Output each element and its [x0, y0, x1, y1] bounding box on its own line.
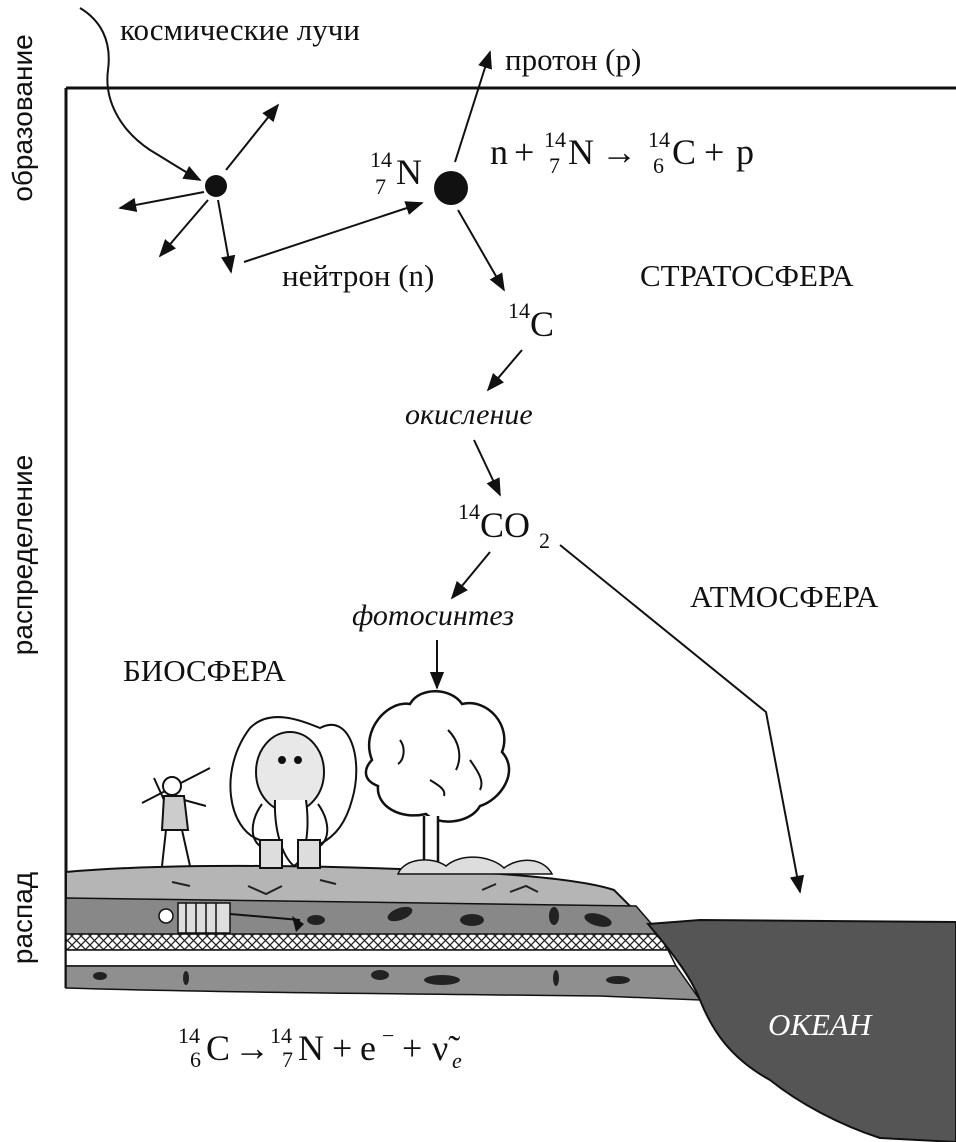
- svg-text:14: 14: [544, 127, 566, 152]
- svg-text:+: +: [704, 132, 724, 172]
- hunter-figure-icon: [141, 767, 211, 867]
- ground-layers: [65, 864, 702, 1001]
- side-label-decay: распад: [7, 872, 38, 964]
- svg-text:2: 2: [539, 528, 550, 553]
- svg-text:−: −: [382, 1023, 394, 1048]
- svg-text:e: e: [360, 1028, 376, 1068]
- svg-text:n: n: [490, 132, 508, 172]
- stratosphere-label: СТРАТОСФЕРА: [640, 258, 854, 293]
- arrow-to-oxidation: [486, 349, 523, 392]
- svg-text:14: 14: [178, 1023, 200, 1048]
- svg-text:6: 6: [653, 153, 664, 178]
- ocean-label: ОКЕАН: [768, 1007, 873, 1042]
- svg-text:7: 7: [375, 174, 386, 199]
- svg-text:14: 14: [648, 127, 670, 152]
- svg-text:6: 6: [190, 1047, 201, 1072]
- cosmic-ray-path: [79, 7, 202, 181]
- svg-text:7: 7: [282, 1047, 293, 1072]
- svg-text:p: p: [736, 132, 754, 172]
- svg-text:+: +: [402, 1028, 422, 1068]
- bushes: [396, 856, 554, 875]
- svg-text:C: C: [672, 132, 696, 172]
- svg-text:N: N: [568, 132, 594, 172]
- svg-text:+: +: [332, 1028, 352, 1068]
- side-label-distribution: распределение: [7, 455, 38, 655]
- collision-particle: [205, 175, 227, 197]
- svg-text:CO: CO: [480, 505, 530, 545]
- particle-spray-arrows: [118, 103, 424, 274]
- cosmic-rays-label: космические лучи: [120, 12, 360, 47]
- svg-text:14: 14: [270, 1023, 292, 1048]
- ocean: [645, 918, 956, 1142]
- svg-text:→: →: [234, 1028, 270, 1068]
- formation-reaction-equation: n + 14 7 N → 14 6 C + p: [490, 127, 754, 178]
- fossil-skeleton-icon: [158, 902, 304, 934]
- arrow-to-ocean: [559, 544, 805, 894]
- svg-text:C: C: [530, 304, 554, 344]
- side-label-formation: образование: [7, 34, 38, 201]
- svg-text:→: →: [601, 132, 637, 172]
- nitrogen-nucleus: [434, 171, 468, 205]
- svg-text:e: e: [452, 1048, 462, 1073]
- svg-text:N: N: [298, 1028, 324, 1068]
- proton-arrow: [454, 50, 492, 163]
- tree-icon: [364, 690, 511, 868]
- arrow-to-c14: [457, 209, 505, 292]
- atmosphere-label: АТМОСФЕРА: [690, 579, 879, 614]
- oxidation-label: окисление: [405, 398, 533, 431]
- arrow-to-co2: [473, 439, 501, 497]
- proton-label: протон (p): [505, 42, 641, 77]
- svg-text:+: +: [514, 132, 534, 172]
- carbon-14-label: 14 C: [508, 298, 554, 344]
- svg-text:7: 7: [549, 153, 560, 178]
- svg-text:C: C: [206, 1028, 230, 1068]
- biosphere-label: БИОСФЕРА: [123, 653, 286, 688]
- arrow-to-photosynthesis: [450, 551, 491, 600]
- decay-reaction-equation: 14 6 C → 14 7 N + e − + ν̃ e: [178, 1023, 462, 1073]
- mammoth-icon: [229, 716, 358, 869]
- svg-text:14: 14: [458, 499, 480, 524]
- svg-text:14: 14: [508, 298, 530, 323]
- svg-text:N: N: [396, 152, 422, 192]
- neutron-label: нейтрон (n): [282, 258, 434, 293]
- photosynthesis-label: фотосинтез: [352, 599, 514, 632]
- diagram-frame: [64, 86, 956, 988]
- nitrogen-14-label: 14 7 N: [370, 147, 422, 199]
- co2-14-label: 14 CO 2: [458, 499, 550, 553]
- svg-text:14: 14: [370, 147, 392, 172]
